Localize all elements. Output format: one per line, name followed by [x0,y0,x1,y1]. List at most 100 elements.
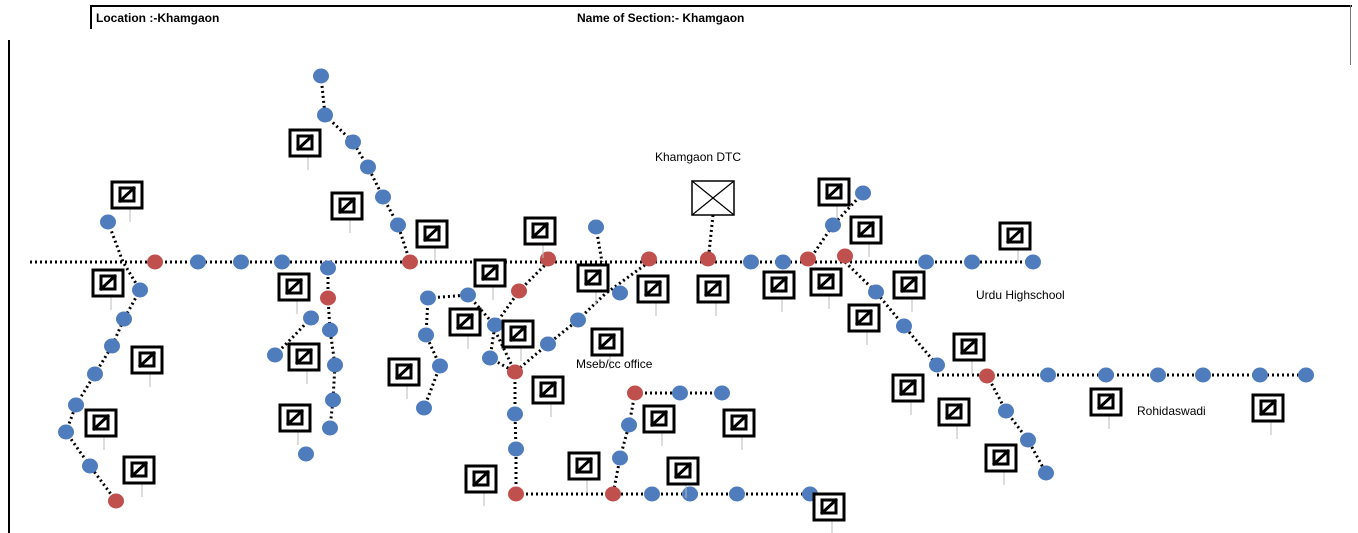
consumer-meter[interactable] [448,307,482,349]
pole-icon[interactable] [800,251,816,267]
consumer-meter[interactable] [415,219,449,261]
pole-icon[interactable] [100,214,116,230]
pole-icon[interactable] [267,347,283,363]
consumer-meter[interactable] [523,216,557,258]
pole-icon[interactable] [775,254,791,270]
pole-icon[interactable] [672,385,688,401]
pole-icon[interactable] [837,248,853,264]
consumer-meter[interactable] [636,274,670,316]
pole-icon[interactable] [644,486,660,502]
pole-icon[interactable] [682,486,698,502]
consumer-meter[interactable] [590,327,624,369]
pole-icon[interactable] [918,254,934,270]
consumer-meter[interactable] [892,270,926,312]
pole-icon[interactable] [508,486,524,502]
pole-icon[interactable] [418,327,434,343]
consumer-meter[interactable] [984,443,1018,485]
consumer-meter[interactable] [278,403,312,445]
dtc-transformer[interactable] [691,180,735,216]
pole-icon[interactable] [507,364,523,380]
pole-icon[interactable] [82,458,98,474]
pole-icon[interactable] [612,450,628,466]
pole-icon[interactable] [303,310,319,326]
pole-icon[interactable] [714,385,730,401]
pole-icon[interactable] [190,254,206,270]
pole-icon[interactable] [68,397,84,413]
consumer-meter[interactable] [576,263,610,305]
pole-icon[interactable] [964,254,980,270]
consumer-meter[interactable] [812,492,846,533]
pole-icon[interactable] [420,290,436,306]
pole-icon[interactable] [868,284,884,300]
consumer-meter[interactable] [567,451,601,493]
pole-icon[interactable] [320,260,336,276]
pole-icon[interactable] [317,107,333,123]
consumer-meter[interactable] [817,177,851,219]
pole-icon[interactable] [929,357,945,373]
pole-icon[interactable] [432,358,448,374]
consumer-meter[interactable] [891,373,925,415]
pole-icon[interactable] [487,317,503,333]
pole-icon[interactable] [322,322,338,338]
pole-icon[interactable] [390,217,406,233]
pole-icon[interactable] [1025,254,1041,270]
consumer-meter[interactable] [277,272,311,314]
pole-icon[interactable] [1252,367,1268,383]
consumer-meter[interactable] [998,221,1032,263]
pole-icon[interactable] [540,251,556,267]
consumer-meter[interactable] [809,267,843,309]
pole-icon[interactable] [641,251,657,267]
pole-icon[interactable] [147,254,163,270]
pole-icon[interactable] [621,417,637,433]
consumer-meter[interactable] [642,404,676,446]
pole-icon[interactable] [298,446,314,462]
pole-icon[interactable] [313,68,329,84]
pole-icon[interactable] [132,282,148,298]
pole-icon[interactable] [375,189,391,205]
pole-icon[interactable] [416,400,432,416]
pole-icon[interactable] [1040,367,1056,383]
consumer-meter[interactable] [937,397,971,439]
pole-icon[interactable] [729,486,745,502]
pole-icon[interactable] [605,486,621,502]
consumer-meter[interactable] [91,268,125,310]
pole-icon[interactable] [855,185,871,201]
consumer-meter[interactable] [387,357,421,399]
pole-icon[interactable] [482,350,498,366]
pole-icon[interactable] [104,338,120,354]
pole-icon[interactable] [325,392,341,408]
pole-icon[interactable] [460,287,476,303]
pole-icon[interactable] [327,357,343,373]
consumer-meter[interactable] [122,455,156,497]
consumer-meter[interactable] [110,180,144,222]
pole-icon[interactable] [507,406,523,422]
pole-icon[interactable] [570,312,586,328]
pole-icon[interactable] [360,159,376,175]
consumer-meter[interactable] [501,319,535,361]
pole-icon[interactable] [108,493,124,509]
pole-icon[interactable] [700,251,716,267]
pole-icon[interactable] [274,254,290,270]
consumer-meter[interactable] [531,375,565,417]
pole-icon[interactable] [1020,432,1036,448]
pole-icon[interactable] [402,254,418,270]
pole-icon[interactable] [627,385,643,401]
consumer-meter[interactable] [722,408,756,450]
pole-icon[interactable] [511,283,527,299]
pole-icon[interactable] [743,254,759,270]
pole-icon[interactable] [1298,367,1314,383]
pole-icon[interactable] [320,290,336,306]
pole-icon[interactable] [1150,367,1166,383]
pole-icon[interactable] [588,219,604,235]
consumer-meter[interactable] [130,345,164,387]
pole-icon[interactable] [825,217,841,233]
pole-icon[interactable] [612,285,628,301]
consumer-meter[interactable] [666,456,700,498]
consumer-meter[interactable] [1251,393,1285,435]
consumer-meter[interactable] [287,342,321,384]
pole-icon[interactable] [1098,367,1114,383]
pole-icon[interactable] [233,254,249,270]
consumer-meter[interactable] [84,408,118,450]
consumer-meter[interactable] [473,258,507,300]
consumer-meter[interactable] [847,303,881,345]
